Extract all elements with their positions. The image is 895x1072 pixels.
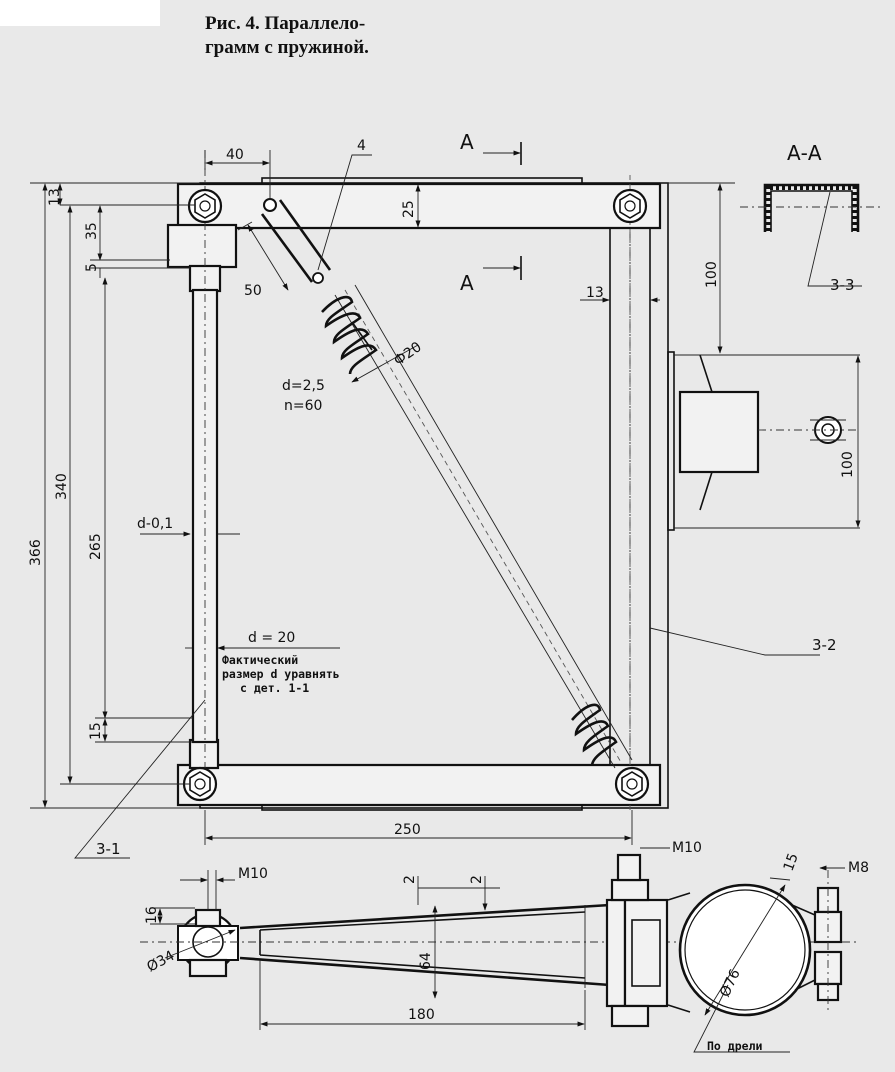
figure-caption: Рис. 4. Параллело- грамм с пружиной.: [205, 12, 369, 60]
section-label-a-top: А: [460, 130, 474, 154]
dim-265: 265: [88, 533, 104, 560]
top-left-block: [166, 223, 238, 269]
dim-m8: M8: [848, 860, 869, 876]
dim-phi20: Ф20: [391, 339, 425, 369]
section-label-a-bottom: А: [460, 271, 474, 295]
bolt-top-left: [187, 188, 223, 224]
dim-40: 40: [226, 147, 244, 163]
dim-250: 250: [394, 822, 421, 838]
spring-bottom: [571, 703, 618, 767]
section-a-a: [740, 183, 880, 287]
dimension-lines: [30, 142, 861, 859]
dim-50: 50: [244, 283, 262, 299]
dim-2-a: 2: [402, 875, 418, 884]
dim-phi34: Ø34: [144, 948, 177, 976]
corner-patch: [0, 0, 160, 26]
part-3-3: 3-3: [830, 276, 855, 294]
dim-25: 25: [401, 200, 417, 218]
dim-13-right: 13: [586, 285, 604, 301]
bottom-left-block: [188, 738, 220, 770]
dim-m10-right: M10: [672, 840, 702, 856]
dim-340: 340: [54, 473, 70, 500]
note-line-3: с дет. 1-1: [240, 681, 309, 695]
part-3-2: 3-2: [812, 636, 837, 654]
dim-15: 15: [88, 722, 104, 740]
bolt-bottom-left: [182, 766, 218, 802]
dim-4: 4: [357, 138, 366, 154]
caption-line-2: грамм с пружиной.: [205, 37, 369, 58]
dim-5: 5: [84, 263, 100, 272]
dim-d-minus-0-1: d-0,1: [137, 516, 173, 532]
top-link: [176, 182, 662, 230]
bolt-top-right: [612, 188, 648, 224]
dim-15-ring: 15: [781, 851, 802, 873]
bolt-bottom-right: [614, 766, 650, 802]
parallelogram-front-view: [166, 150, 860, 811]
dim-100-top: 100: [704, 261, 720, 288]
dim-m10-left: M10: [238, 866, 268, 882]
labels: 40 4 А А А-А 3-3 13 35 5 25 50 100 13 Ф2…: [28, 130, 869, 1053]
caption-line-1: Рис. 4. Параллело-: [205, 13, 366, 34]
spring-turns: n=60: [284, 398, 322, 414]
spring-rod: [260, 199, 633, 769]
dim-13-top: 13: [47, 188, 63, 206]
dim-180: 180: [408, 1007, 435, 1023]
dim-100-right: 100: [840, 451, 856, 478]
part-3-1: 3-1: [96, 840, 121, 858]
dim-35: 35: [84, 222, 100, 240]
dim-64: 64: [418, 952, 434, 970]
dim-2-b: 2: [469, 875, 485, 884]
top-view-dimensions: [150, 847, 845, 1053]
dim-d-20: d = 20: [248, 630, 295, 646]
section-view-title: А-А: [787, 141, 822, 165]
spring-top: [321, 295, 378, 375]
drill-clamp-side: [667, 351, 860, 531]
note-line-1: Фактический: [222, 653, 298, 667]
spring-wire-diameter: d=2,5: [282, 378, 325, 394]
dim-16: 16: [144, 906, 160, 924]
back-plate: [199, 182, 669, 809]
note-drill: По дрели: [707, 1039, 762, 1053]
note-line-2: размер d уравнять: [222, 667, 340, 681]
bottom-link: [176, 763, 662, 807]
dim-366: 366: [28, 539, 44, 566]
